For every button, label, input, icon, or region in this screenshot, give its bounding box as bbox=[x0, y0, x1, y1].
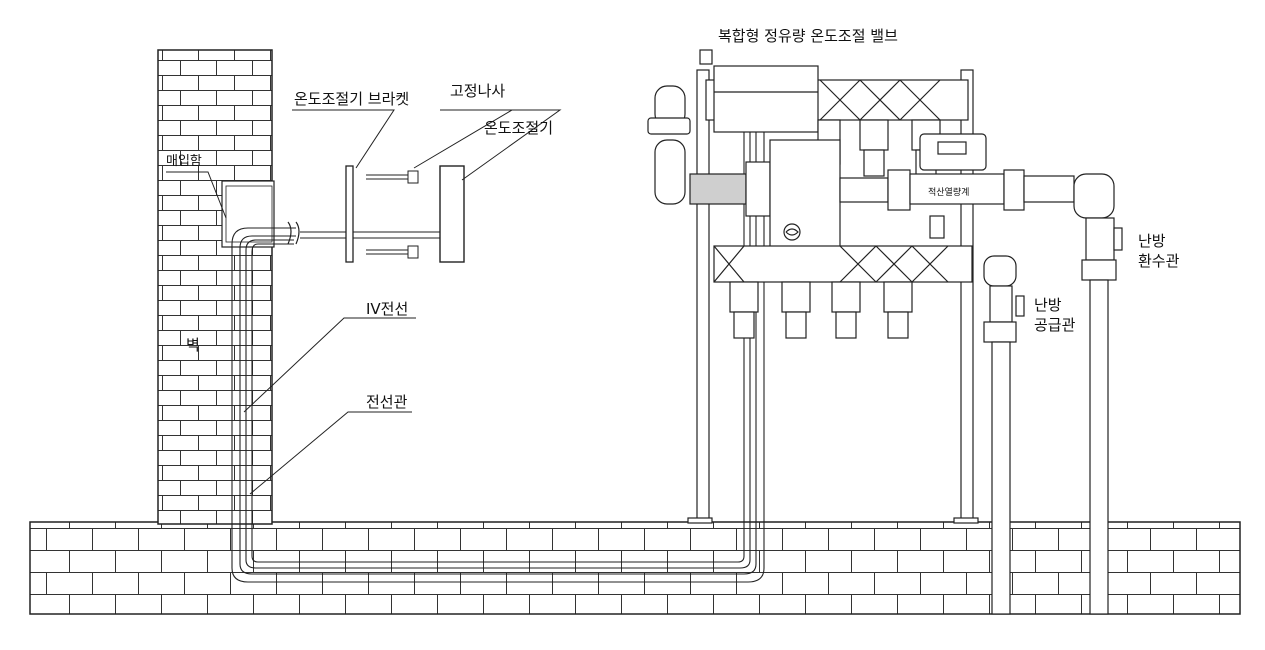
label-iv-wire: IV전선 bbox=[366, 300, 409, 318]
label-supply-pipe-line1: 난방 bbox=[1034, 296, 1062, 314]
label-supply-pipe-line2: 공급관 bbox=[1034, 316, 1076, 334]
thermostat-unit bbox=[439, 165, 465, 263]
label-heat-meter: 적산열량계 bbox=[928, 188, 970, 198]
conduit bbox=[231, 132, 765, 583]
leader-lines bbox=[166, 109, 562, 495]
thermostat-bracket bbox=[345, 165, 440, 263]
label-main-valve: 복합형 정유량 온도조절 밸브 bbox=[718, 27, 898, 45]
label-thermostat: 온도조절기 bbox=[484, 119, 554, 137]
fixing-screws bbox=[366, 170, 419, 259]
label-wall: 벽 bbox=[186, 336, 200, 354]
label-thermostat-bracket: 온도조절기 브라켓 bbox=[294, 90, 410, 108]
label-return-pipe-line1: 난방 bbox=[1138, 232, 1166, 250]
label-fixing-screw: 고정나사 bbox=[450, 82, 506, 100]
label-return-pipe-line2: 환수관 bbox=[1138, 252, 1180, 270]
wall bbox=[157, 49, 275, 525]
label-embed-box: 매입함 bbox=[166, 154, 202, 169]
manifold-assembly bbox=[647, 49, 1123, 615]
label-conduit: 전선관 bbox=[366, 393, 408, 411]
